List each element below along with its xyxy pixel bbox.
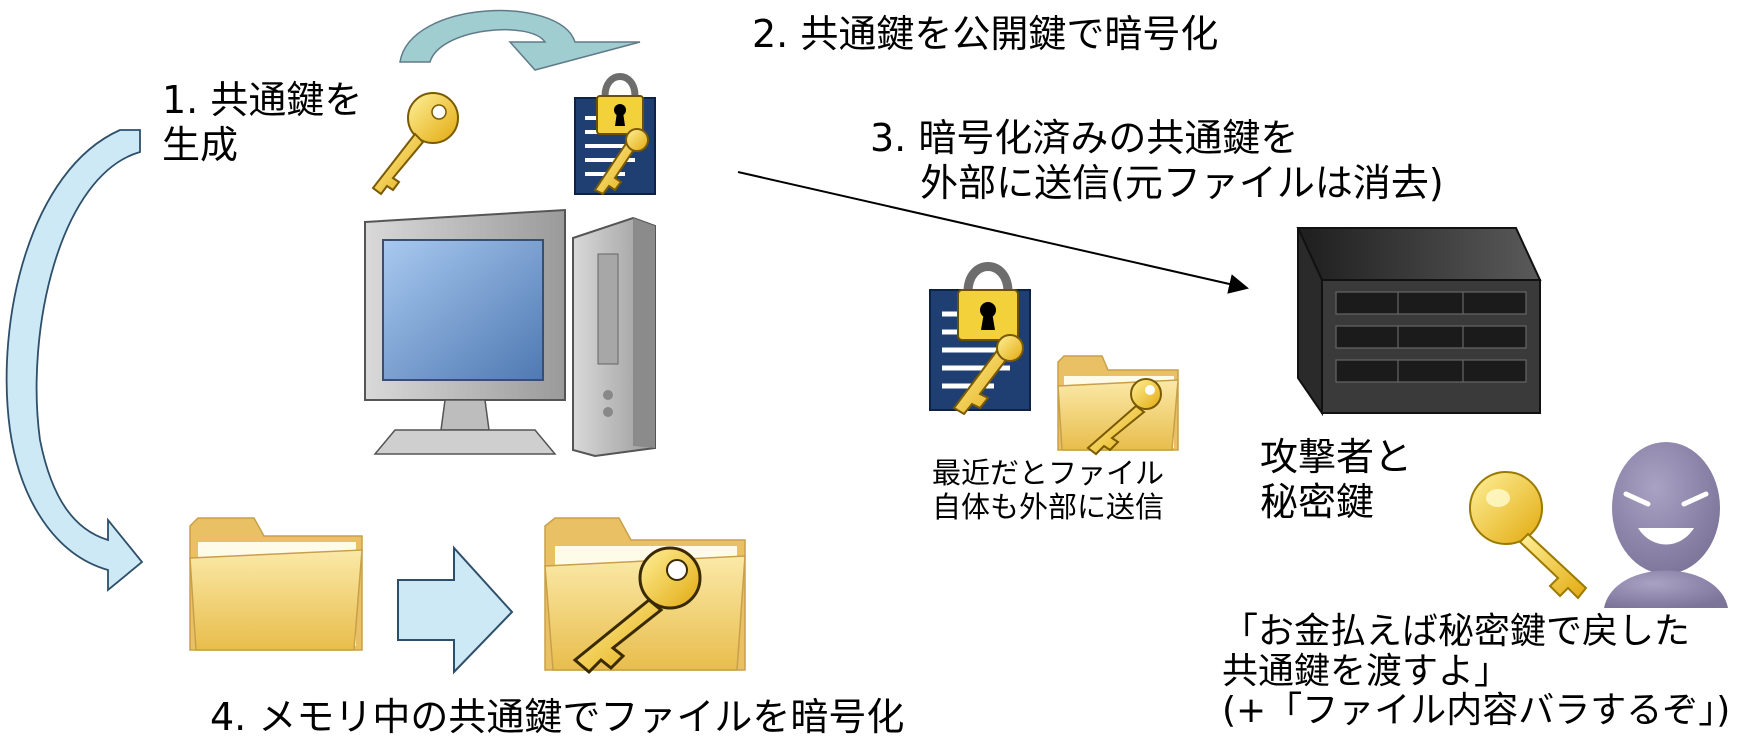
step1-label: 1. 共通鍵を 生成 <box>162 78 363 167</box>
step2-label: 2. 共通鍵を公開鍵で暗号化 <box>752 12 1219 56</box>
key-icon <box>371 92 459 196</box>
folder-icon <box>189 517 363 651</box>
computer-icon <box>364 208 656 458</box>
folder-icon <box>1057 355 1179 456</box>
exfil-note: 最近だとファイル 自体も外部に送信 <box>932 456 1165 525</box>
attacker-label: 攻撃者と 秘密鍵 <box>1260 435 1413 524</box>
encrypted-document-icon <box>929 262 1031 416</box>
folder-icon <box>544 517 746 675</box>
server-icon <box>1296 227 1542 417</box>
step4-label: 4. メモリ中の共通鍵でファイルを暗号化 <box>210 695 905 739</box>
ransom-message: 「お金払えば秘密鍵で戻した 共通鍵を渡すよ」 (+「ファイル内容バラするぞ」) <box>1222 611 1731 732</box>
step3-label: 3. 暗号化済みの共通鍵を 外部に送信(元ファイルは消去) <box>870 116 1444 205</box>
key-icon <box>1469 471 1588 600</box>
attacker-icon <box>1604 442 1728 608</box>
encrypted-document-icon <box>574 73 656 196</box>
block-arrow-right <box>397 545 514 675</box>
curved-arrow-step1-to-4 <box>5 129 144 592</box>
curved-arrow-step2 <box>399 9 641 71</box>
arrow-step3 <box>737 171 1249 294</box>
